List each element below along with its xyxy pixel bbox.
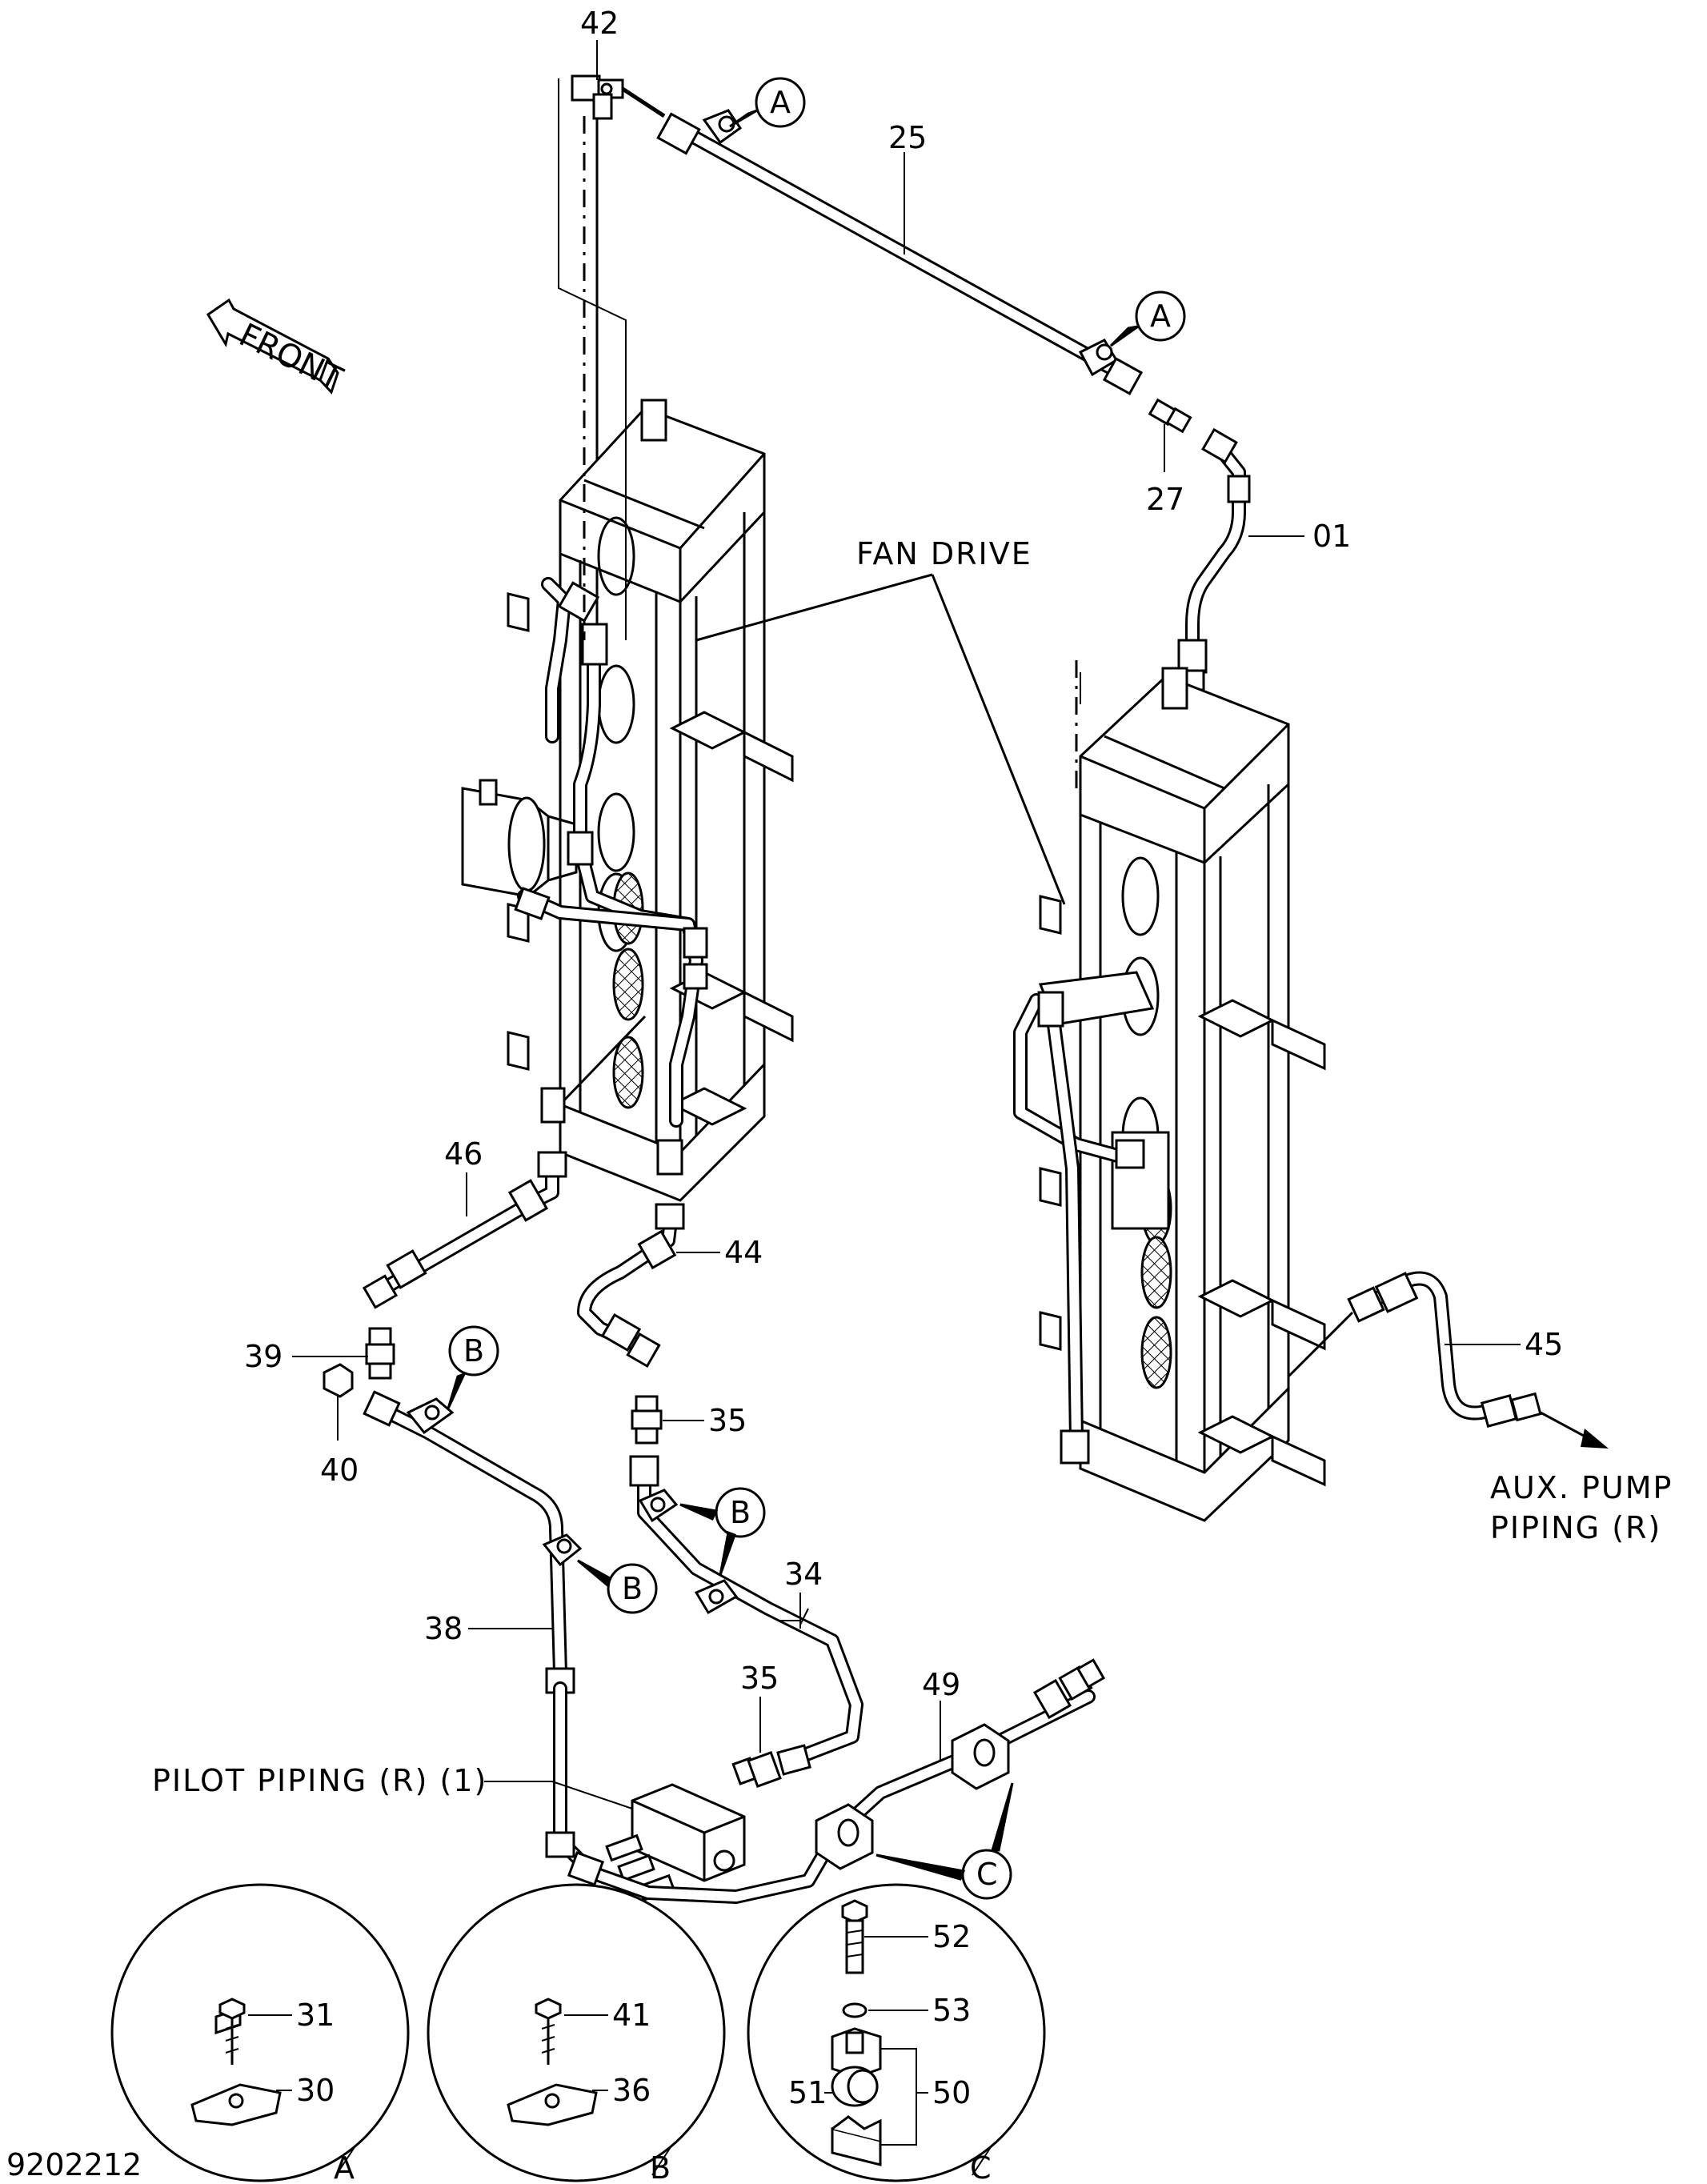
fitting-35-lower [731,1750,782,1789]
fitting-27 [1148,398,1192,434]
svg-text:C: C [976,1857,998,1892]
detail-label-b: B [650,2150,671,2184]
part-30: 30 [296,2073,335,2108]
hose-44 [577,1203,685,1369]
part-46: 46 [444,1136,483,1172]
aux-label-1: AUX. PUMP [1490,1470,1673,1505]
detail-c: 52 53 50 51 C [747,1883,1046,2184]
svg-text:B: B [463,1333,484,1369]
part-44: 44 [724,1235,763,1270]
callout-a-top: A [729,77,806,128]
left-cooler-frame [507,399,794,1202]
svg-text:A: A [1150,299,1171,334]
part-45: 45 [1525,1327,1563,1362]
part-25: 25 [888,120,927,155]
fitting-40 [323,1363,354,1398]
hose-45 [1287,1271,1609,1449]
front-label: FRONT [234,317,348,398]
aux-label-2: PIPING (R) [1490,1510,1661,1545]
part-38: 38 [424,1611,463,1646]
part-50: 50 [932,2075,971,2110]
part-53: 53 [932,1993,971,2028]
pilot-valve-assembly [545,1658,1106,1904]
callout-b-3: B [679,1487,766,1576]
part-51: 51 [788,2075,827,2110]
svg-text:A: A [770,85,791,120]
front-arrow: FRONT [206,298,348,398]
right-cooler-frame [1013,660,1326,1522]
hose-01 [1177,427,1251,691]
detail-label-a: A [334,2150,355,2184]
pipe-38 [363,1390,583,1694]
callout-a-right: A [1109,291,1186,347]
part-36: 36 [612,2073,651,2108]
part-34: 34 [784,1557,823,1592]
part-number-labels: 42 25 27 01 46 44 45 39 40 35 35 34 38 4… [152,6,1673,1809]
part-40: 40 [320,1453,359,1488]
callout-c: C [876,1782,1014,1900]
part-49: 49 [922,1667,960,1702]
left-frame-hoses [514,116,708,1128]
drawing-number: 9202212 [6,2147,142,2182]
part-35-upper: 35 [708,1403,747,1438]
callout-b-2: B [577,1559,658,1614]
part-35-lower: 35 [740,1661,779,1696]
part-39: 39 [244,1339,282,1374]
svg-text:B: B [622,1571,643,1606]
pilot-piping-label: PILOT PIPING (R) (1) [152,1763,487,1798]
detail-b: 41 36 B [427,1883,726,2184]
part-27: 27 [1146,482,1184,517]
fan-motor [461,779,578,898]
fitting-39 [365,1327,395,1380]
part-42: 42 [580,6,619,41]
pipe-25-assembly [656,109,1144,395]
part-52: 52 [932,1919,971,1954]
fan-drive-leaders [558,78,1081,905]
part-41: 41 [612,1998,651,2033]
fan-drive-label: FAN DRIVE [856,536,1032,571]
detail-label-c: C [970,2150,992,2184]
callout-b-1: B [447,1325,499,1409]
svg-text:B: B [730,1495,751,1530]
part-31: 31 [296,1998,335,2033]
fitting-35-upper [631,1395,663,1445]
part-01: 01 [1312,519,1351,554]
hose-46 [362,1151,567,1309]
detail-a: 31 30 A [110,1883,410,2184]
